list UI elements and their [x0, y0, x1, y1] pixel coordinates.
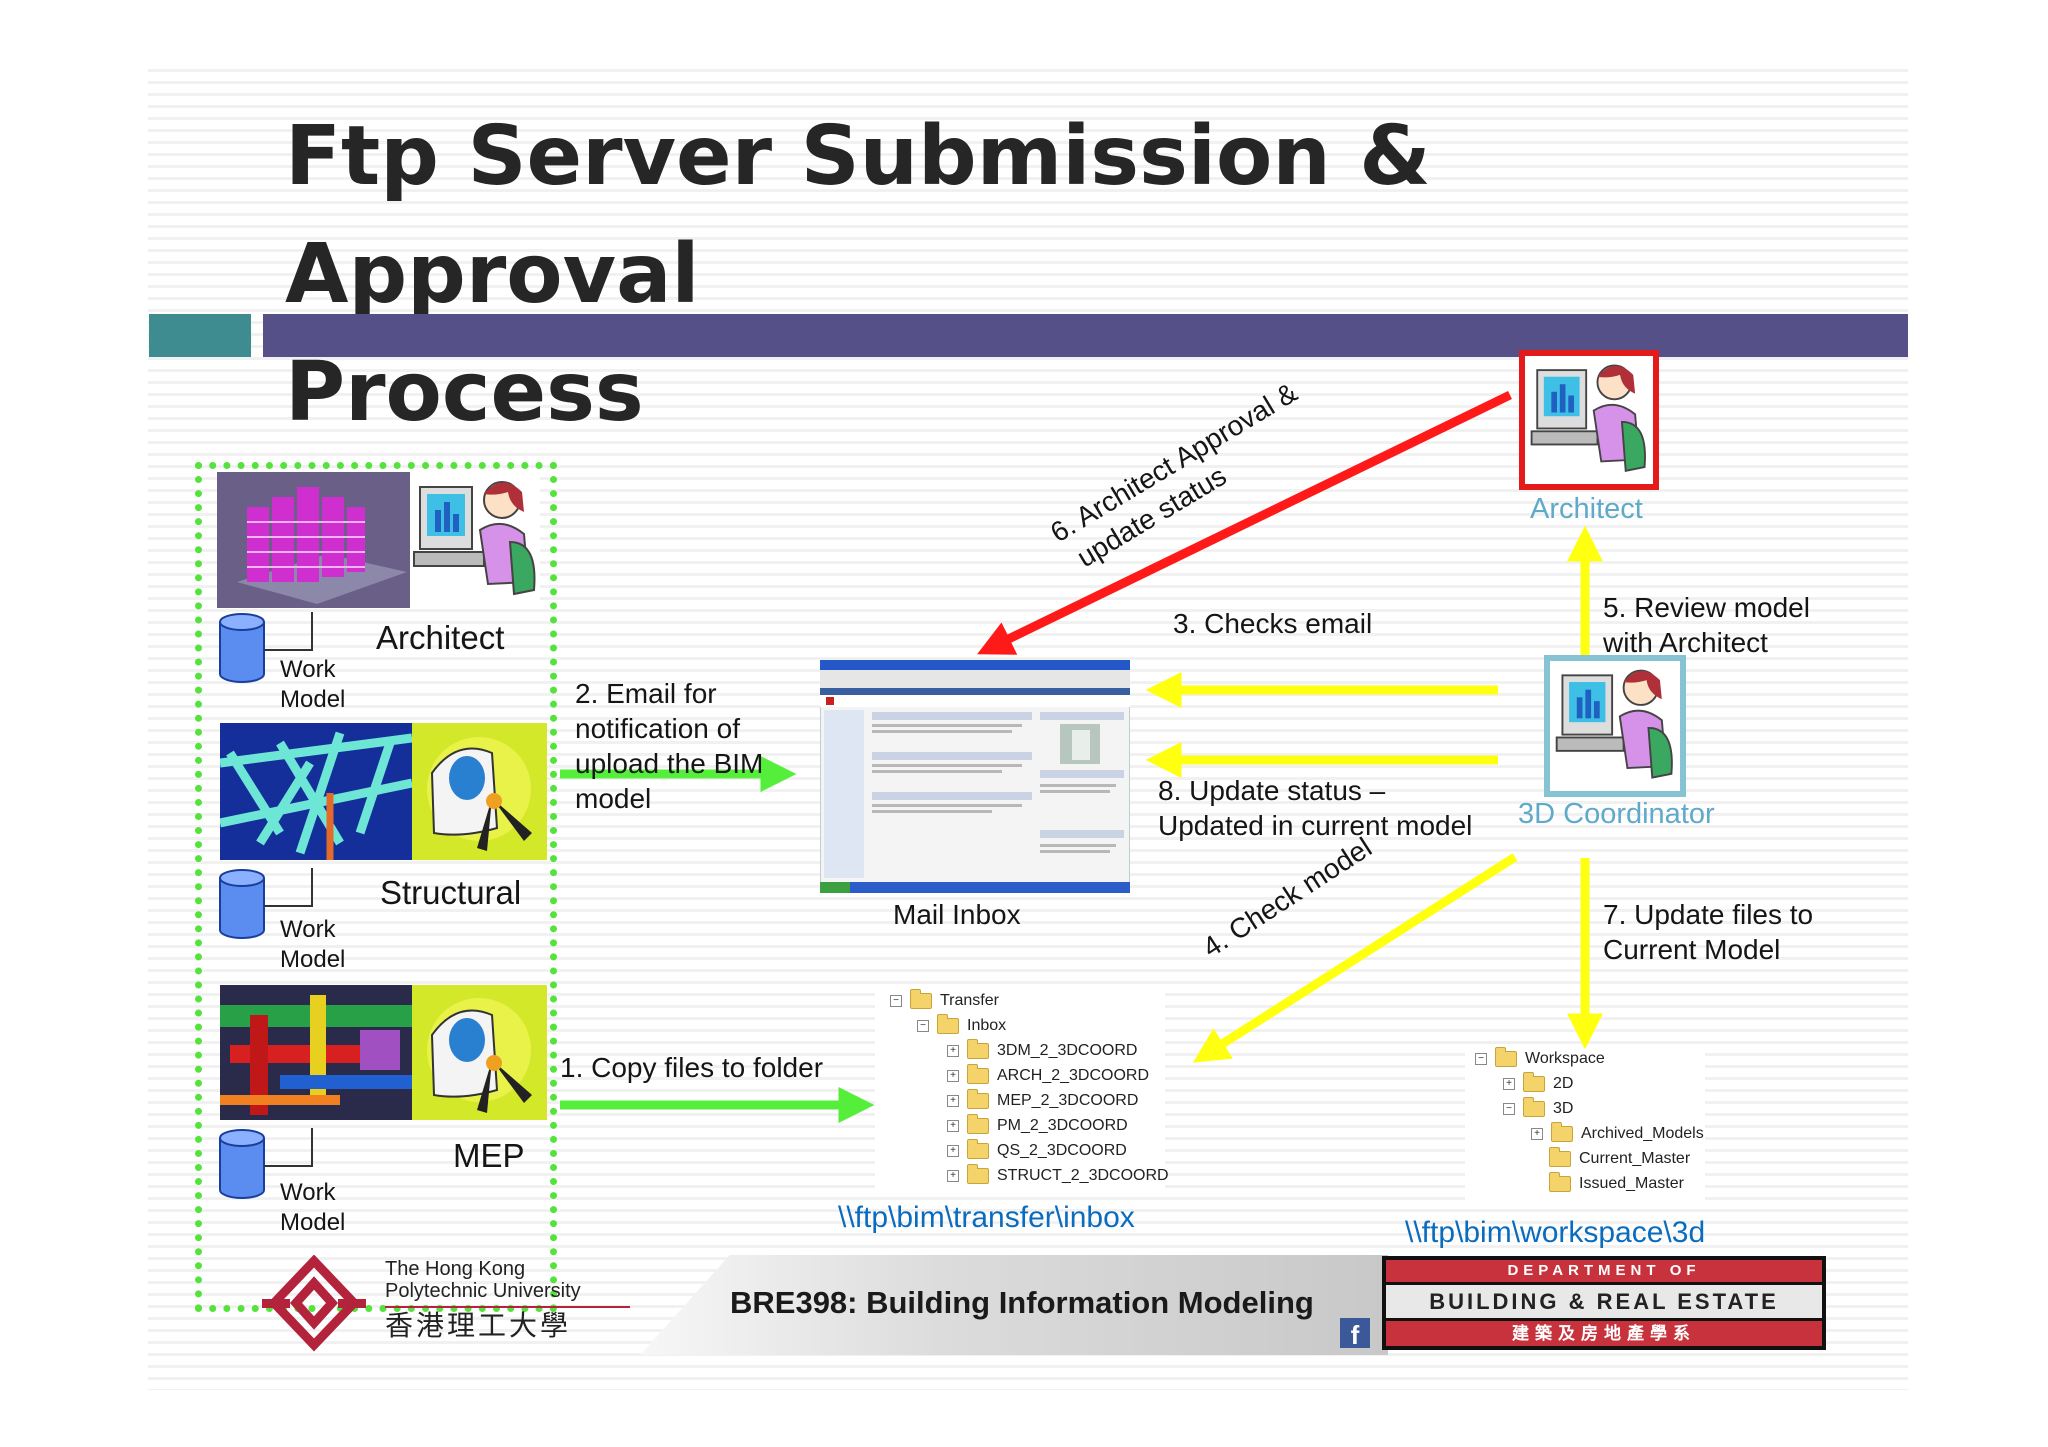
tree-node-issued-master[interactable]: Issued_Master	[1549, 1172, 1684, 1195]
folder-icon	[967, 1089, 989, 1109]
work-model-label-2: Work Model	[280, 916, 346, 973]
university-name-en: The Hong Kong Polytechnic University	[385, 1258, 581, 1302]
folder-icon	[967, 1114, 989, 1134]
tree-node-folder[interactable]: +MEP_2_3DCOORD	[947, 1089, 1138, 1112]
tree-node-current-master[interactable]: Current_Master	[1549, 1147, 1690, 1170]
tree-node-folder[interactable]: +3DM_2_3DCOORD	[947, 1039, 1137, 1062]
disciplines-panel	[195, 462, 557, 1312]
tree-node-archived[interactable]: +Archived_Models	[1531, 1122, 1704, 1145]
tree-node-2d[interactable]: +2D	[1503, 1072, 1573, 1095]
dept-line-3: 建築及房地產學系	[1386, 1321, 1822, 1346]
tree-node-workspace[interactable]: −Workspace	[1475, 1047, 1605, 1070]
transfer-folder-tree: −Transfer −Inbox +3DM_2_3DCOORD +ARCH_2_…	[875, 989, 1169, 1190]
work-model-label-1: Work Model	[280, 656, 346, 713]
arrow-architect-approval	[977, 390, 1512, 655]
coordinator-person-icon	[1555, 669, 1673, 779]
structural-model-image	[220, 723, 412, 860]
folder-icon	[910, 989, 932, 1009]
slide-title: Ftp Server Submission & Approval Process	[285, 98, 1785, 452]
architect-discipline-label: Architect	[376, 619, 505, 656]
tree-node-transfer[interactable]: −Transfer	[890, 989, 999, 1012]
facebook-icon[interactable]: f	[1340, 1318, 1370, 1350]
dept-line-2: BUILDING & REAL ESTATE	[1386, 1285, 1822, 1318]
folder-icon	[937, 1014, 959, 1034]
folder-icon	[967, 1064, 989, 1084]
polyu-logo-icon	[262, 1255, 366, 1352]
university-name-zh: 香港理工大學	[385, 1309, 572, 1342]
coordinator-node	[1544, 655, 1686, 797]
architect-model-image	[217, 472, 410, 608]
folder-icon	[967, 1139, 989, 1159]
tree-node-folder[interactable]: +ARCH_2_3DCOORD	[947, 1064, 1149, 1087]
architect-node-label: Architect	[1530, 493, 1643, 525]
arrow-check-model	[1192, 853, 1518, 1063]
mail-inbox-label: Mail Inbox	[893, 899, 1021, 930]
step-1-label: 1. Copy files to folder	[560, 1052, 824, 1083]
step-2-label: 2. Email for notification of upload the …	[575, 678, 764, 814]
architect-person-icon	[1530, 364, 1646, 472]
mep-discipline-label: MEP	[453, 1137, 525, 1174]
coordinator-node-label: 3D Coordinator	[1518, 798, 1715, 830]
workspace-path-link[interactable]: \\ftp\bim\workspace\3d	[1405, 1216, 1706, 1249]
architect-node	[1519, 350, 1659, 490]
title-line-1: Ftp Server Submission & Approval	[285, 109, 1431, 322]
tree-node-folder[interactable]: +PM_2_3DCOORD	[947, 1114, 1128, 1137]
database-icon	[219, 612, 313, 683]
structural-software-icon	[412, 723, 547, 860]
step-3-label: 3. Checks email	[1173, 608, 1373, 639]
footer-band	[640, 1255, 1388, 1355]
architect-person-icon	[410, 472, 540, 608]
folder-icon	[1549, 1172, 1571, 1192]
university-name-rule	[385, 1306, 630, 1308]
folder-icon	[967, 1039, 989, 1059]
step-5-label: 5. Review model with Architect	[1603, 592, 1810, 658]
folder-icon	[1549, 1147, 1571, 1167]
work-model-label-3: Work Model	[280, 1179, 346, 1236]
mep-software-icon	[412, 985, 547, 1120]
structural-discipline-label: Structural	[380, 874, 522, 911]
tree-node-3d[interactable]: −3D	[1503, 1097, 1573, 1120]
tree-node-folder[interactable]: +STRUCT_2_3DCOORD	[947, 1164, 1169, 1187]
step-8-label: 8. Update status – Updated in current mo…	[1158, 775, 1473, 841]
database-icon	[219, 1128, 313, 1199]
tree-node-folder[interactable]: +QS_2_3DCOORD	[947, 1139, 1127, 1162]
title-accent-block	[149, 314, 251, 357]
course-title: BRE398: Building Information Modeling	[730, 1285, 1314, 1320]
folder-icon	[967, 1164, 989, 1184]
mail-inbox-screenshot	[820, 660, 1130, 893]
department-logo: DEPARTMENT OF BUILDING & REAL ESTATE 建築及…	[1382, 1256, 1826, 1350]
title-underline-bar	[263, 314, 1908, 357]
folder-icon	[1523, 1097, 1545, 1117]
folder-icon	[1523, 1072, 1545, 1092]
workspace-folder-tree: −Workspace +2D −3D +Archived_Models Curr…	[1465, 1047, 1705, 1200]
step-7-label: 7. Update files to Current Model	[1603, 899, 1814, 965]
transfer-path-link[interactable]: \\ftp\bim\transfer\inbox	[838, 1201, 1135, 1234]
folder-icon	[1495, 1047, 1517, 1067]
folder-icon	[1551, 1122, 1573, 1142]
mep-model-image	[220, 985, 412, 1120]
building-model-icon	[247, 487, 365, 582]
dept-line-1: DEPARTMENT OF	[1386, 1260, 1822, 1282]
title-line-2: Process	[285, 345, 644, 440]
database-icon	[219, 868, 313, 939]
tree-node-inbox[interactable]: −Inbox	[917, 1014, 1006, 1037]
